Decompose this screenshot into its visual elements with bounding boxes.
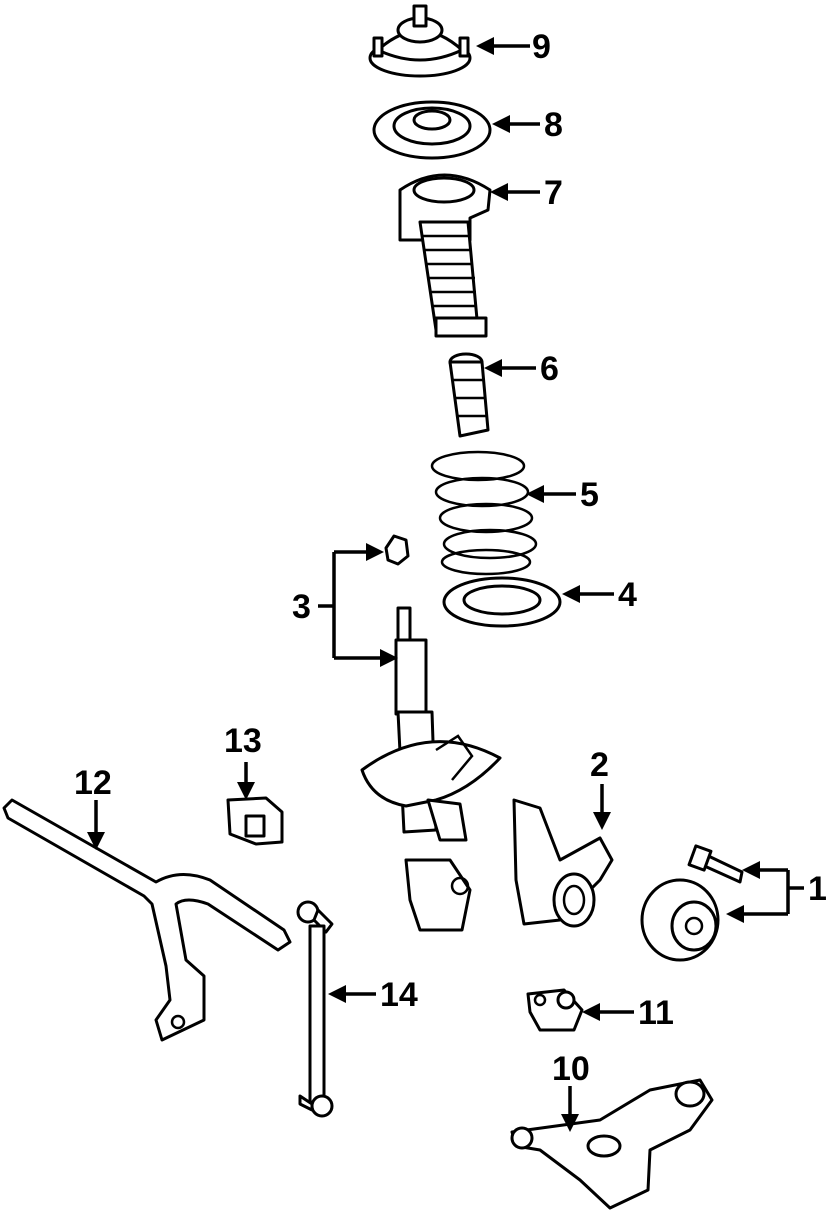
callout-12: 12: [74, 764, 112, 802]
upper-spring-seat-part: [372, 100, 492, 160]
callout-8: 8: [544, 106, 563, 144]
callout-labels: 9 8 7 6 5 4 3 13 12 2 1 14 11 10: [74, 28, 827, 1088]
spring-insulator-part: [442, 576, 562, 628]
callout-7: 7: [544, 174, 563, 212]
callout-4: 4: [618, 576, 637, 614]
strut-assembly-part: [360, 606, 502, 932]
lower-control-arm-part: [510, 1078, 714, 1210]
coil-spring-part: [430, 450, 538, 576]
callout-9: 9: [532, 28, 551, 66]
hub-and-bolt-part: [640, 844, 744, 962]
callout-14: 14: [380, 976, 418, 1014]
callout-3: 3: [292, 588, 311, 626]
callout-10: 10: [552, 1050, 590, 1088]
strut-nut-part: [384, 534, 410, 566]
callout-6: 6: [540, 350, 559, 388]
strut-mount-part: [368, 4, 472, 78]
callout-13: 13: [224, 722, 262, 760]
steering-knuckle-part: [512, 798, 614, 928]
stabilizer-bar-part: [2, 798, 292, 1042]
stabilizer-link-part: [296, 900, 334, 1118]
callout-2: 2: [590, 746, 609, 784]
leader-arrows: [87, 37, 804, 1132]
ball-joint-part: [526, 988, 584, 1032]
bump-stop-part: [448, 352, 490, 438]
callout-1: 1: [808, 870, 827, 908]
bushing-part: [226, 796, 284, 846]
callout-5: 5: [580, 476, 599, 514]
dust-boot-part: [398, 173, 492, 338]
callout-11: 11: [638, 994, 674, 1032]
